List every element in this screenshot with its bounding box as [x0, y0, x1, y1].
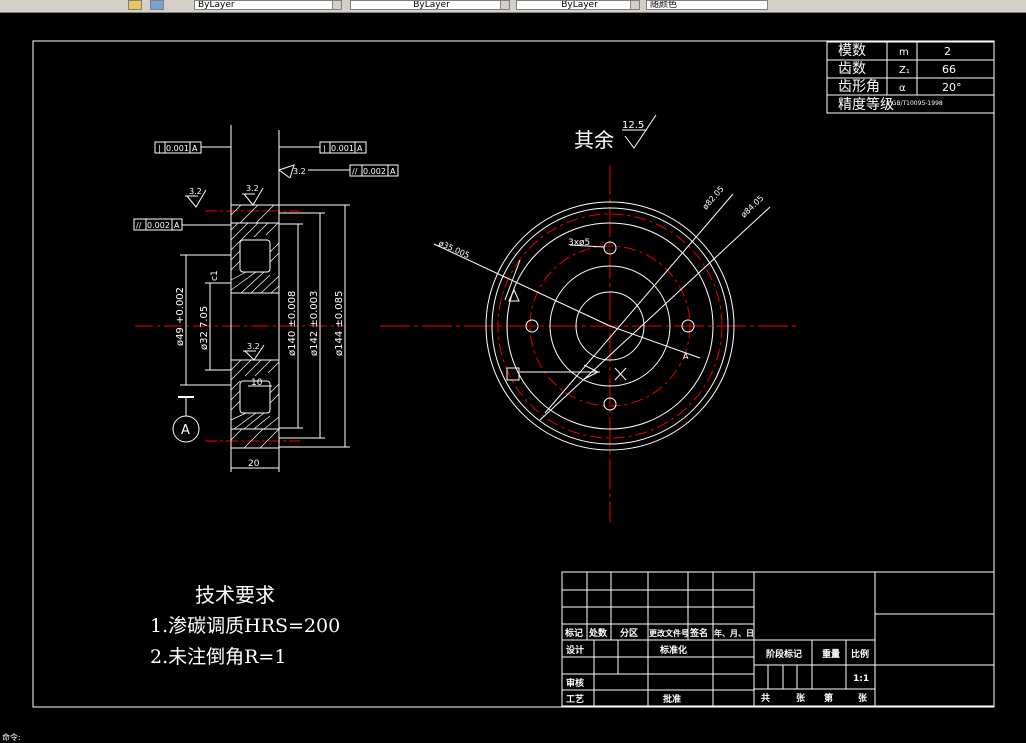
color-dropdown[interactable]: ByLayer: [194, 0, 342, 10]
tb-total: 共: [761, 692, 770, 704]
svg-text:|: |: [158, 144, 161, 153]
gear-table-row3-symbol: α: [899, 83, 906, 94]
tb-standard: 标准化: [659, 644, 687, 656]
command-prompt: 命令:: [2, 733, 21, 742]
dim-dia-142: ø142 ±0.003: [309, 291, 320, 356]
gear-table-row4-name: 精度等级: [838, 96, 894, 113]
tb-zone: 分区: [620, 627, 638, 639]
layer-state-icon[interactable]: [128, 0, 142, 10]
tb-doc: 更改文件号: [649, 628, 689, 638]
fcf1-tolerance: 0.001: [166, 144, 189, 153]
front-dim-1: ø35.005: [437, 239, 471, 261]
roughness-a: 3.2: [189, 187, 202, 196]
fcf1-datum: A: [192, 144, 198, 153]
gear-table-row1-name: 模数: [838, 43, 866, 59]
fcf3-tolerance: 0.002: [363, 167, 386, 176]
tech-req-item-1: 1.渗碳调质HRS=200: [150, 615, 340, 637]
dim-10: 10: [251, 378, 263, 388]
dim-dia-49: ø49 +0.002: [175, 287, 186, 346]
tb-process: 工艺: [566, 693, 584, 705]
front-holes-label: 3xø5: [568, 238, 590, 248]
linetype-dropdown-arrow[interactable]: [500, 0, 510, 10]
datum-a-label: A: [181, 423, 190, 438]
svg-text://: //: [136, 221, 142, 230]
tb-design: 设计: [566, 644, 584, 656]
roughness-label: 其余: [574, 128, 614, 152]
gear-table-row2-value: 66: [942, 63, 956, 76]
tb-mark: 标记: [564, 627, 583, 639]
roughness-b: 3.2: [246, 184, 259, 193]
svg-text:|: |: [323, 144, 326, 153]
roughness-c: 3.2: [293, 167, 306, 176]
linetype-dropdown[interactable]: ByLayer: [350, 0, 510, 10]
tb-page: 第: [824, 692, 833, 704]
gear-table-row3-name: 齿形角: [838, 79, 880, 95]
layer-previous-icon[interactable]: [150, 0, 164, 10]
tb-date: 年、月、日: [714, 628, 754, 638]
tb-sheet2: 张: [858, 692, 868, 704]
tb-approve: 批准: [663, 693, 681, 705]
color-dropdown-arrow[interactable]: [332, 0, 342, 10]
front-view: 3xø5 ø35.005 ø82.05 ø84.05 A: [380, 165, 800, 522]
tb-count: 处数: [588, 627, 608, 639]
tb-sign: 签名: [689, 627, 708, 639]
fcf2-datum: A: [357, 144, 363, 153]
fcf4-tolerance: 0.002: [147, 221, 170, 230]
technical-requirements: 技术要求 1.渗碳调质HRS=200 2.未注倒角R=1: [150, 583, 340, 668]
roughness-d: 3.2: [247, 342, 260, 351]
dim-chamfer: c1: [210, 270, 220, 281]
gear-table-row4-value: 8 GB/T10095-1998: [886, 100, 943, 107]
drawing-border: [32, 40, 995, 708]
dim-dia-140: ø140 ±0.008: [287, 291, 298, 356]
tb-sheet: 张: [796, 692, 806, 704]
tb-weight: 重量: [822, 648, 840, 660]
tech-req-title: 技术要求: [195, 583, 275, 607]
dim-dia-144: ø144 ±0.085: [334, 291, 345, 356]
gear-table-row1-symbol: m: [899, 47, 909, 58]
roughness-default-note: 其余 12.5: [574, 114, 657, 152]
command-line[interactable]: 命令:: [0, 733, 1026, 742]
tb-scale-value: 1:1: [853, 674, 869, 684]
gear-table-row1-value: 2: [944, 45, 951, 58]
title-block: [561, 571, 995, 707]
lineweight-dropdown-arrow[interactable]: [630, 0, 640, 10]
dim-width: 20: [248, 459, 260, 469]
gear-parameter-table: [826, 41, 995, 114]
svg-text://: //: [352, 167, 358, 176]
fcf4-datum: A: [174, 221, 180, 230]
gear-table-row2-name: 齿数: [838, 61, 866, 77]
tech-req-item-2: 2.未注倒角R=1: [150, 646, 286, 668]
dim-dia-32: ø32 7.05: [199, 306, 210, 350]
gear-table-row2-symbol: Z₁: [899, 65, 910, 76]
datum-a-circle: [172, 415, 200, 443]
tb-review: 审核: [566, 677, 584, 689]
section-view: ø49 +0.002 ø32 7.05 ø140 ±0.008 ø142 ±0.…: [133, 125, 399, 472]
drawing-canvas[interactable]: 模数 m 2 齿数 Z₁ 66 齿形角 α 20° 精度等级 8 GB/T100…: [0, 12, 1026, 735]
gear-table-row3-value: 20°: [942, 81, 962, 94]
tb-scale: 比例: [851, 648, 869, 660]
fcf2-tolerance: 0.001: [331, 144, 354, 153]
lineweight-dropdown[interactable]: ByLayer: [516, 0, 640, 10]
front-datum-label: A: [683, 352, 689, 361]
plotstyle-dropdown[interactable]: 随颜色: [646, 0, 768, 10]
properties-toolbar: ByLayer ByLayer ByLayer 随颜色: [0, 0, 1026, 13]
tb-stage: 阶段标记: [766, 648, 802, 660]
title-block-labels: 标记 处数 分区 更改文件号 签名 年、月、日 设计 标准化 阶段标记 重量 比…: [564, 627, 869, 705]
roughness-value: 12.5: [622, 120, 644, 131]
fcf3-datum: A: [390, 167, 396, 176]
